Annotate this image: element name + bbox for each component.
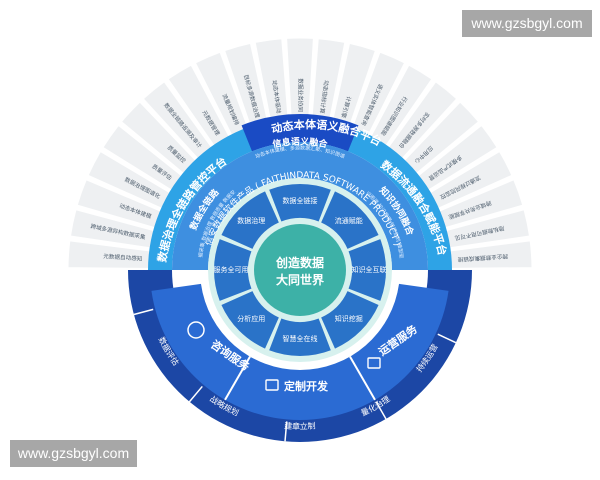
core-value-label: 知识全互联 — [352, 265, 387, 274]
watermark-top: www.gzsbgyl.com — [462, 10, 592, 37]
core-value-segment — [221, 191, 279, 249]
outer-capability-label: 元数据自动感知 — [103, 252, 143, 263]
outer-capability-label: 数据业务协同 — [297, 78, 305, 112]
core-value-label: 分析应用 — [237, 314, 265, 323]
operations-icon — [367, 357, 381, 369]
outer-capability-ring: 元数据自动感知跨域多源异构数据采集动态本体建模数据治理图谱化质量评估质量监控数据… — [67, 37, 533, 269]
product-ring-band — [172, 142, 428, 270]
core-value-label: 智慧全在线 — [283, 334, 318, 343]
core-value-segment — [321, 291, 379, 349]
core-value-label: 服务全可用 — [214, 265, 249, 274]
services-outer-divider — [375, 401, 387, 420]
services-outer-band — [128, 270, 472, 442]
services-outer-divider — [284, 421, 288, 442]
code-icon — [265, 379, 279, 391]
center-circle — [254, 224, 346, 316]
watermark-bottom: www.gzsbgyl.com — [10, 440, 137, 467]
outer-service-arc-3: 建章立制 — [284, 420, 316, 431]
core-value-segment — [214, 239, 252, 301]
core-value-segment — [348, 239, 386, 301]
consulting-icon — [187, 321, 205, 339]
services-outer-divider — [437, 333, 457, 344]
platform-ring-band — [148, 118, 452, 270]
fusion-label: 信息语义融合 — [271, 135, 329, 150]
core-value-label: 数据全链接 — [283, 196, 318, 205]
outer-capability-label: 跨企业数据集成链接 — [457, 252, 508, 263]
services-divider — [349, 356, 376, 401]
platform-top-band — [241, 114, 359, 152]
core-value-label: 知识挖掘 — [335, 314, 363, 323]
core-value-segment — [321, 191, 379, 249]
platform-ring — [148, 114, 452, 270]
custom-dev-service: 定制开发 — [265, 379, 329, 393]
services-inner-band — [151, 283, 449, 421]
core-value-label: 数据治理 — [237, 216, 265, 225]
core-value-segment — [269, 318, 331, 356]
services-ring — [128, 270, 472, 442]
core-value-label: 流通赋能 — [335, 216, 363, 225]
center-line1: 创造数据 — [275, 255, 324, 270]
custom-dev-label: 定制开发 — [284, 379, 329, 393]
core-value-segment — [269, 184, 331, 222]
product-ring — [172, 142, 428, 270]
center-line2: 大同世界 — [276, 272, 324, 287]
core-value-segment — [221, 291, 279, 349]
services-outer-divider — [133, 308, 154, 316]
services-divider — [224, 356, 251, 401]
services-outer-divider — [188, 385, 203, 403]
